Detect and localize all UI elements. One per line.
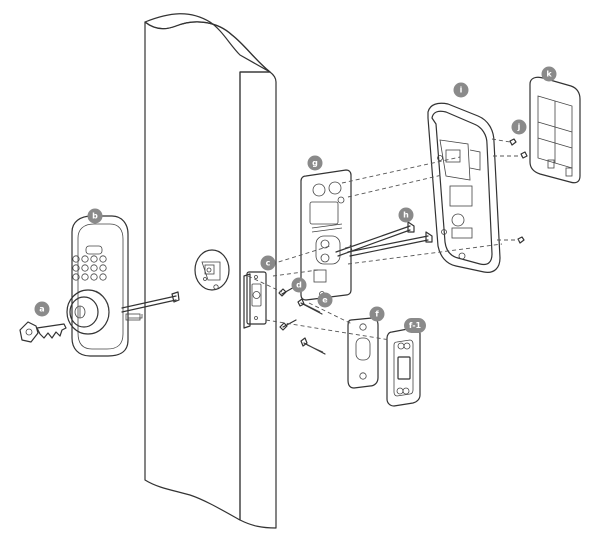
strike-plate [347,317,379,389]
exterior-keypad-assembly [66,215,180,357]
mounting-bolts [335,221,433,257]
callout-i-label: i [460,86,463,95]
callout-g: g [307,155,323,171]
callout-h-label: h [403,211,409,220]
door-edge-face [239,71,277,529]
cover-screws [509,138,528,244]
callout-b-label: b [92,212,98,221]
key [19,321,67,343]
callout-a: a [34,301,50,317]
callout-f1: f-1 [404,318,426,333]
deadbolt-strike [386,327,421,407]
keypad-buttons [72,255,107,281]
interior-assembly [427,102,501,273]
callout-j-label: j [517,123,521,132]
door-edge-mortise [246,271,267,325]
callout-d-label: d [296,281,302,290]
callout-g-label: g [312,159,318,168]
callout-c: c [260,255,276,271]
callout-j: j [511,119,527,135]
door-face [144,21,271,521]
door [144,13,277,529]
door-bore-hole [194,249,230,291]
latch-assembly [243,273,251,329]
callout-e-label: e [322,296,328,305]
callout-a-label: a [39,305,44,314]
callout-f1-label: f-1 [409,321,422,330]
wood-screws-e [297,298,326,355]
callout-d: d [291,277,307,293]
callout-f-label: f [375,310,379,319]
callout-i: i [453,82,469,98]
callout-f: f [369,306,385,322]
key-cylinder [66,289,110,335]
callout-b: b [87,208,103,224]
callout-k: k [541,66,557,82]
mounting-plate [300,169,352,301]
callout-k-label: k [546,70,552,79]
alignment-lines [247,138,522,341]
callout-c-label: c [266,259,271,268]
battery-cover [529,76,581,184]
callout-h: h [398,207,414,223]
callout-e: e [317,292,333,308]
